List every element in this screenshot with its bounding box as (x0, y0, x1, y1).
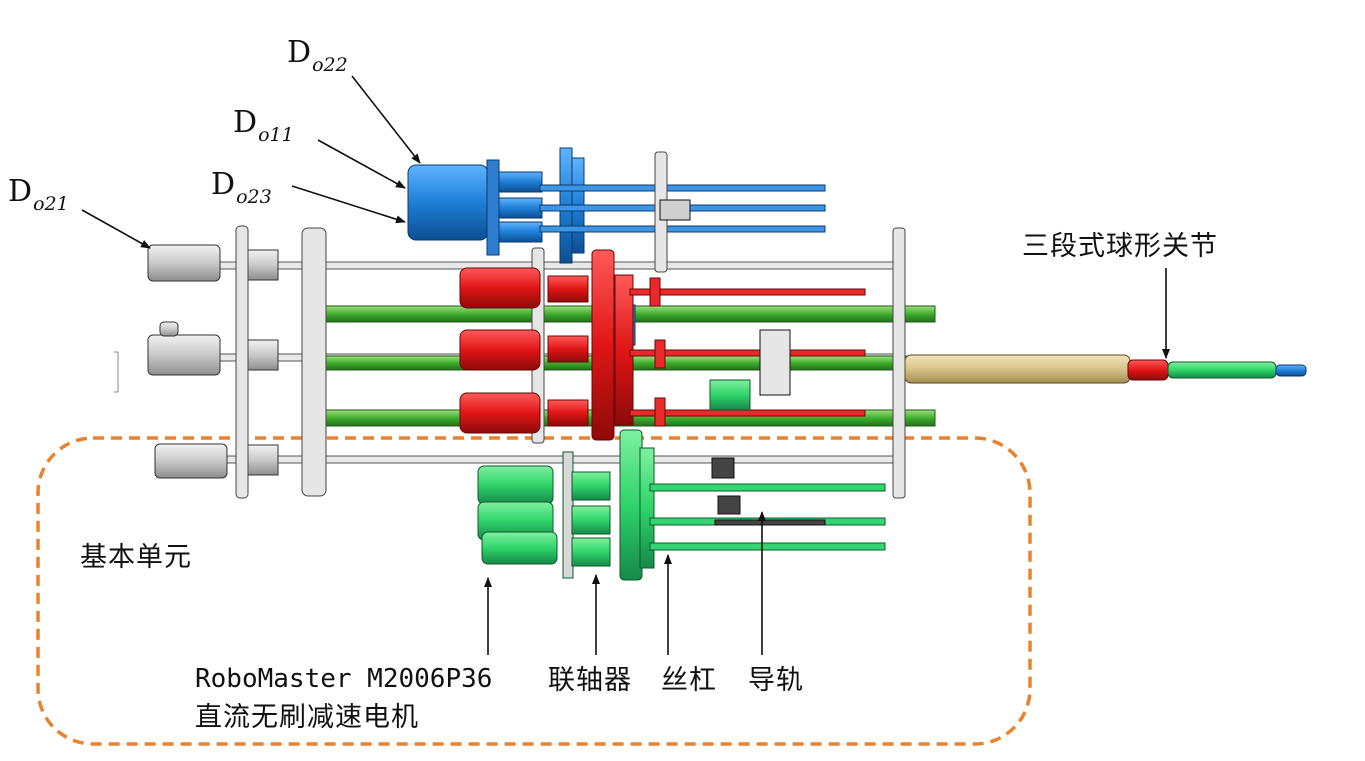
label-guide-rail: 导轨 (748, 665, 804, 696)
annotation-arrows (81, 75, 1170, 655)
label-spherical-joint: 三段式球形关节 (1022, 231, 1218, 262)
label-coupling: 联轴器 (548, 665, 632, 696)
label-motor-desc: 直流无刷减速电机 (195, 702, 419, 733)
gray-motors (147, 244, 279, 479)
label-lead-screw: 丝杠 (661, 665, 717, 696)
label-motor-model: RoboMaster M2006P36 (195, 664, 493, 694)
label-do11: Do11 (233, 105, 294, 146)
arrow-do11 (317, 139, 406, 189)
label-basic-unit: 基本单元 (80, 542, 192, 573)
label-do21: Do21 (8, 174, 69, 215)
arrow-do22 (351, 75, 421, 164)
red-unit (459, 249, 866, 441)
spherical-joint-tail (904, 354, 1307, 384)
arrow-do21 (81, 209, 151, 249)
arrow-do23 (291, 185, 406, 224)
left-bracket-mark (114, 351, 119, 393)
label-do22: Do22 (287, 35, 348, 76)
label-do23: Do23 (211, 167, 272, 208)
slider-blocks (659, 199, 826, 526)
